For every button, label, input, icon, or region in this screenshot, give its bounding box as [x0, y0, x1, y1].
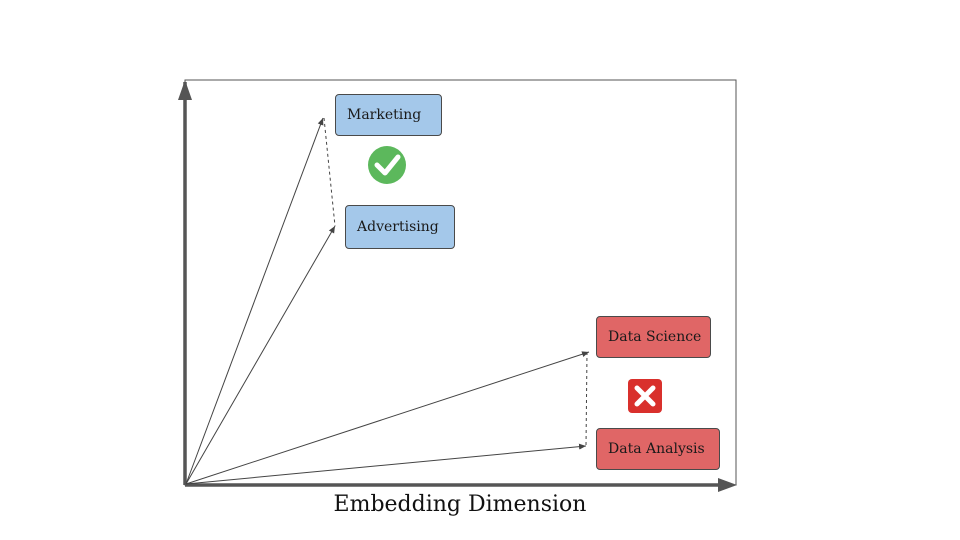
vector-marketing — [185, 117, 324, 485]
term-label: Marketing — [347, 107, 422, 123]
term-label: Data Analysis — [608, 441, 705, 457]
plot-frame — [184, 79, 737, 486]
x-axis-arrow-icon — [718, 478, 737, 492]
vector-data-science — [185, 351, 590, 485]
x-square-icon — [628, 379, 662, 413]
term-label: Data Science — [608, 329, 702, 345]
term-box-marketing: Marketing — [335, 94, 442, 136]
difference-vector-marketing-advertising — [323, 117, 336, 227]
term-box-data-science: Data Science — [596, 316, 711, 358]
difference-vector-science-analysis — [585, 351, 588, 447]
term-label: Advertising — [357, 219, 439, 235]
vector-advertising — [185, 225, 336, 485]
vector-data-analysis — [185, 443, 587, 485]
term-box-data-analysis: Data Analysis — [596, 428, 720, 470]
x-axis-label: Embedding Dimension — [333, 492, 587, 517]
term-box-advertising: Advertising — [345, 205, 455, 249]
y-axis-arrow-icon — [178, 80, 192, 100]
check-circle-icon — [368, 146, 406, 184]
